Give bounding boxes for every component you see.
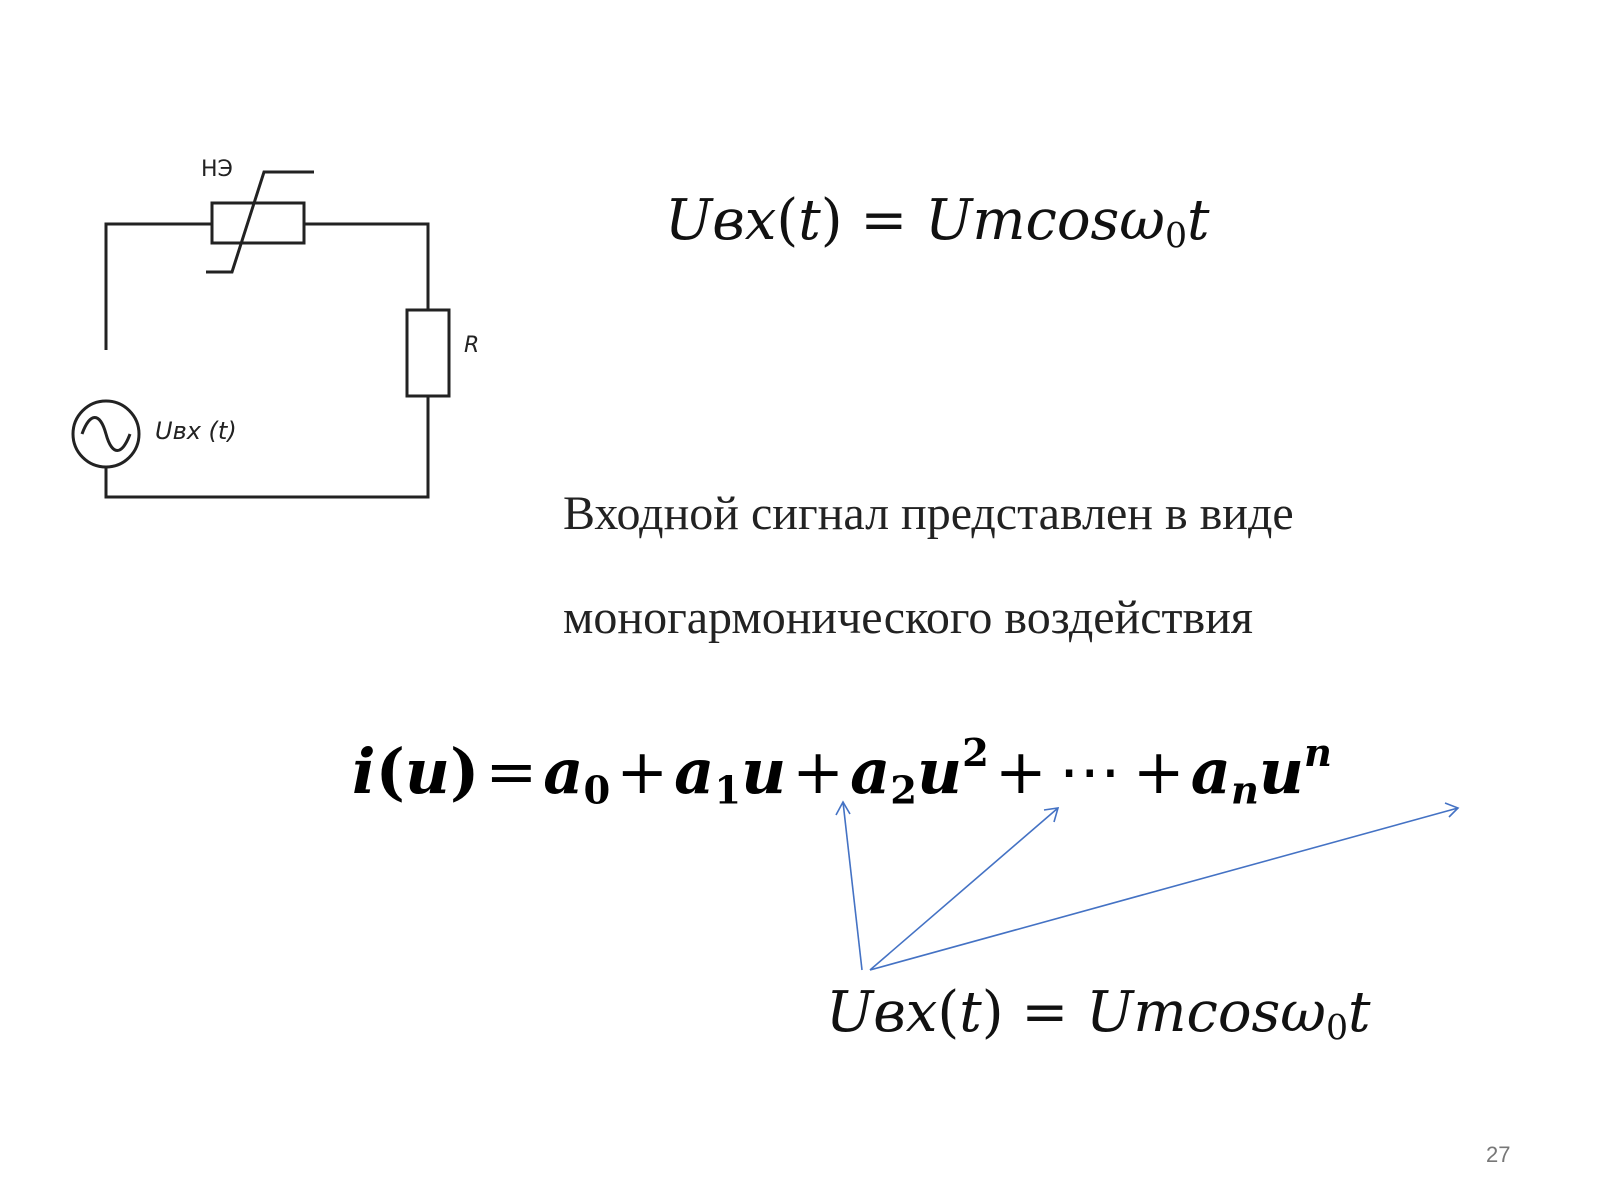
formula-eq: = — [842, 188, 926, 253]
description-line-2: моногармонического воздействия — [563, 591, 1253, 644]
term-a1-sub: 1 — [714, 768, 742, 814]
plus-4: + — [1132, 734, 1185, 808]
formula-sub0: 0 — [1164, 216, 1188, 257]
lhs-open: ( — [375, 734, 405, 808]
formula-vx: вх — [873, 980, 938, 1045]
arrow-to-u2 — [869, 807, 1059, 971]
formula-u: U — [665, 188, 713, 253]
description-line-1: Входной сигнал представлен в виде — [563, 487, 1294, 540]
term-a2-sub: 2 — [890, 768, 918, 814]
nonlinear-element-slash — [206, 170, 314, 274]
formula-omega: ω — [1119, 188, 1165, 253]
formula-u: U — [826, 980, 874, 1045]
term-a2: a — [850, 734, 891, 808]
plus-2: + — [792, 734, 845, 808]
wire-top-right — [304, 222, 430, 310]
arrow-to-un-head — [1444, 802, 1460, 818]
wire-top-left — [104, 222, 212, 350]
ellipsis: ⋯ — [1058, 734, 1121, 808]
formula-eq: = — [1003, 980, 1087, 1045]
page-number: 27 — [1486, 1142, 1511, 1167]
arrow-to-un — [869, 807, 1459, 971]
formula-omega: ω — [1280, 980, 1326, 1045]
formula-t2: t — [1348, 980, 1371, 1045]
term-an-sub: n — [1230, 768, 1259, 814]
formula-um: Umcos — [925, 188, 1120, 253]
term-a1: a — [674, 734, 715, 808]
term-an: a — [1190, 734, 1231, 808]
term-un-pow: n — [1303, 731, 1332, 776]
source-circle — [71, 399, 141, 469]
plus-3: + — [994, 734, 1047, 808]
arrow-to-u1 — [842, 801, 863, 971]
term-a0-sub: 0 — [583, 768, 611, 814]
input-signal-formula-top: Uвх(t) = Umcosω0t — [665, 193, 1210, 257]
lhs-u: u — [404, 734, 450, 808]
arrow-to-u2-head — [1043, 807, 1060, 823]
term-u1: u — [741, 734, 787, 808]
term-u2: u — [917, 734, 963, 808]
resistor-label: R — [464, 333, 480, 358]
term-u2-pow: 2 — [962, 731, 989, 776]
arrow-to-u1-head — [835, 800, 851, 816]
formula-sub0: 0 — [1325, 1008, 1349, 1049]
lhs-close: ) — [449, 734, 480, 808]
plus-1: + — [616, 734, 669, 808]
formula-t: t — [959, 980, 982, 1045]
eq-sign: = — [485, 734, 538, 808]
source-label: Uвх (t) — [155, 417, 237, 445]
formula-t: t — [798, 188, 821, 253]
term-a0: a — [543, 734, 584, 808]
nonlinear-element-label: НЭ — [201, 157, 233, 182]
term-un: u — [1258, 734, 1304, 808]
formula-open: ( — [937, 980, 960, 1045]
formula-um: Umcos — [1086, 980, 1281, 1045]
formula-t2: t — [1187, 188, 1210, 253]
formula-close: ) — [820, 188, 843, 253]
wire-right — [104, 396, 430, 499]
sine-icon — [80, 416, 132, 452]
lhs-i: i — [352, 734, 376, 808]
formula-vx: вх — [712, 188, 777, 253]
input-signal-formula-bottom: Uвх(t) = Umcosω0t — [826, 985, 1371, 1049]
polynomial-formula: i(u)=a0+a1u+a2u2+⋯+anun — [352, 734, 1332, 814]
formula-open: ( — [776, 188, 799, 253]
circuit-diagram — [71, 170, 451, 499]
formula-close: ) — [981, 980, 1004, 1045]
